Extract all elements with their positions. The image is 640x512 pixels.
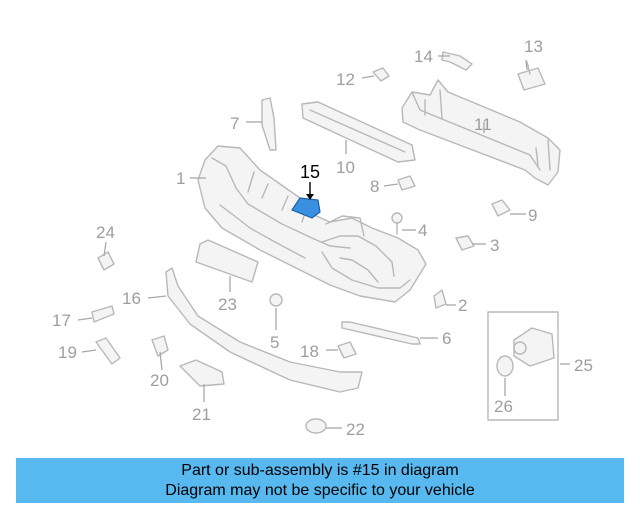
part-25-sensor-group — [487, 311, 559, 421]
part-11-bumper-reinforcement — [401, 79, 561, 186]
callout-17: 17 — [52, 311, 71, 330]
callout-8: 8 — [370, 177, 379, 196]
callout-9: 9 — [528, 206, 537, 225]
part-12-bolt — [372, 67, 390, 82]
part-3-bracket — [455, 235, 475, 251]
callout-7: 7 — [230, 114, 239, 133]
part-22-grommet — [305, 418, 327, 434]
part-16-lower-spoiler — [165, 267, 363, 393]
part-17-bolt — [91, 305, 115, 323]
part-21-fog-trim — [179, 359, 225, 387]
callout-15-highlighted: 15 — [300, 162, 320, 182]
callout-12: 12 — [336, 70, 355, 89]
banner-line-disclaimer: Diagram may not be specific to your vehi… — [165, 482, 475, 499]
part-20-plate — [151, 335, 169, 357]
part-9-bolt — [491, 199, 511, 217]
callout-26: 26 — [494, 397, 513, 416]
callout-19: 19 — [58, 343, 77, 362]
callout-13: 13 — [524, 37, 543, 56]
part-10-energy-absorber — [301, 101, 416, 163]
callout-5: 5 — [270, 333, 279, 352]
parts-diagram: 1 2 3 4 5 6 7 8 9 10 11 12 13 14 15 16 1… — [52, 37, 593, 439]
callout-3: 3 — [490, 236, 499, 255]
callout-10: 10 — [336, 158, 355, 177]
callout-4: 4 — [418, 221, 427, 240]
info-banner: Part or sub-assembly is #15 in diagram D… — [16, 458, 624, 503]
callout-18: 18 — [300, 342, 319, 361]
callout-2: 2 — [458, 296, 467, 315]
callout-23: 23 — [218, 295, 237, 314]
part-1-bumper-cover — [197, 145, 427, 303]
part-13-bracket — [517, 61, 546, 91]
part-14-clip — [441, 51, 473, 71]
callout-11: 11 — [474, 115, 492, 134]
callout-14: 14 — [414, 47, 433, 66]
part-24-sensor — [97, 251, 115, 271]
callout-numbers: 1 2 3 4 5 6 7 8 9 10 11 12 13 14 15 16 1… — [52, 37, 593, 439]
part-2-clip — [433, 289, 447, 309]
part-15-cover-cap-highlighted — [291, 197, 321, 219]
part-5-bolt — [269, 293, 283, 307]
part-6-moulding — [341, 321, 421, 345]
callout-1: 1 — [176, 169, 185, 188]
banner-line-part-number: Part or sub-assembly is #15 in diagram — [181, 462, 459, 479]
callout-24: 24 — [96, 223, 115, 242]
part-18-bolt — [337, 341, 357, 359]
leader-lines — [77, 55, 570, 429]
callout-21: 21 — [192, 405, 211, 424]
callout-6: 6 — [442, 329, 451, 348]
callout-22: 22 — [346, 420, 365, 439]
part-23-license-bracket — [195, 239, 259, 283]
callout-16: 16 — [122, 289, 141, 308]
callout-20: 20 — [150, 371, 169, 390]
part-4-screw — [391, 212, 403, 235]
part-8-bolt — [397, 175, 416, 191]
part-7-side-bracket — [261, 97, 277, 151]
callout-25: 25 — [574, 356, 593, 375]
part-19-reflector — [95, 337, 121, 365]
